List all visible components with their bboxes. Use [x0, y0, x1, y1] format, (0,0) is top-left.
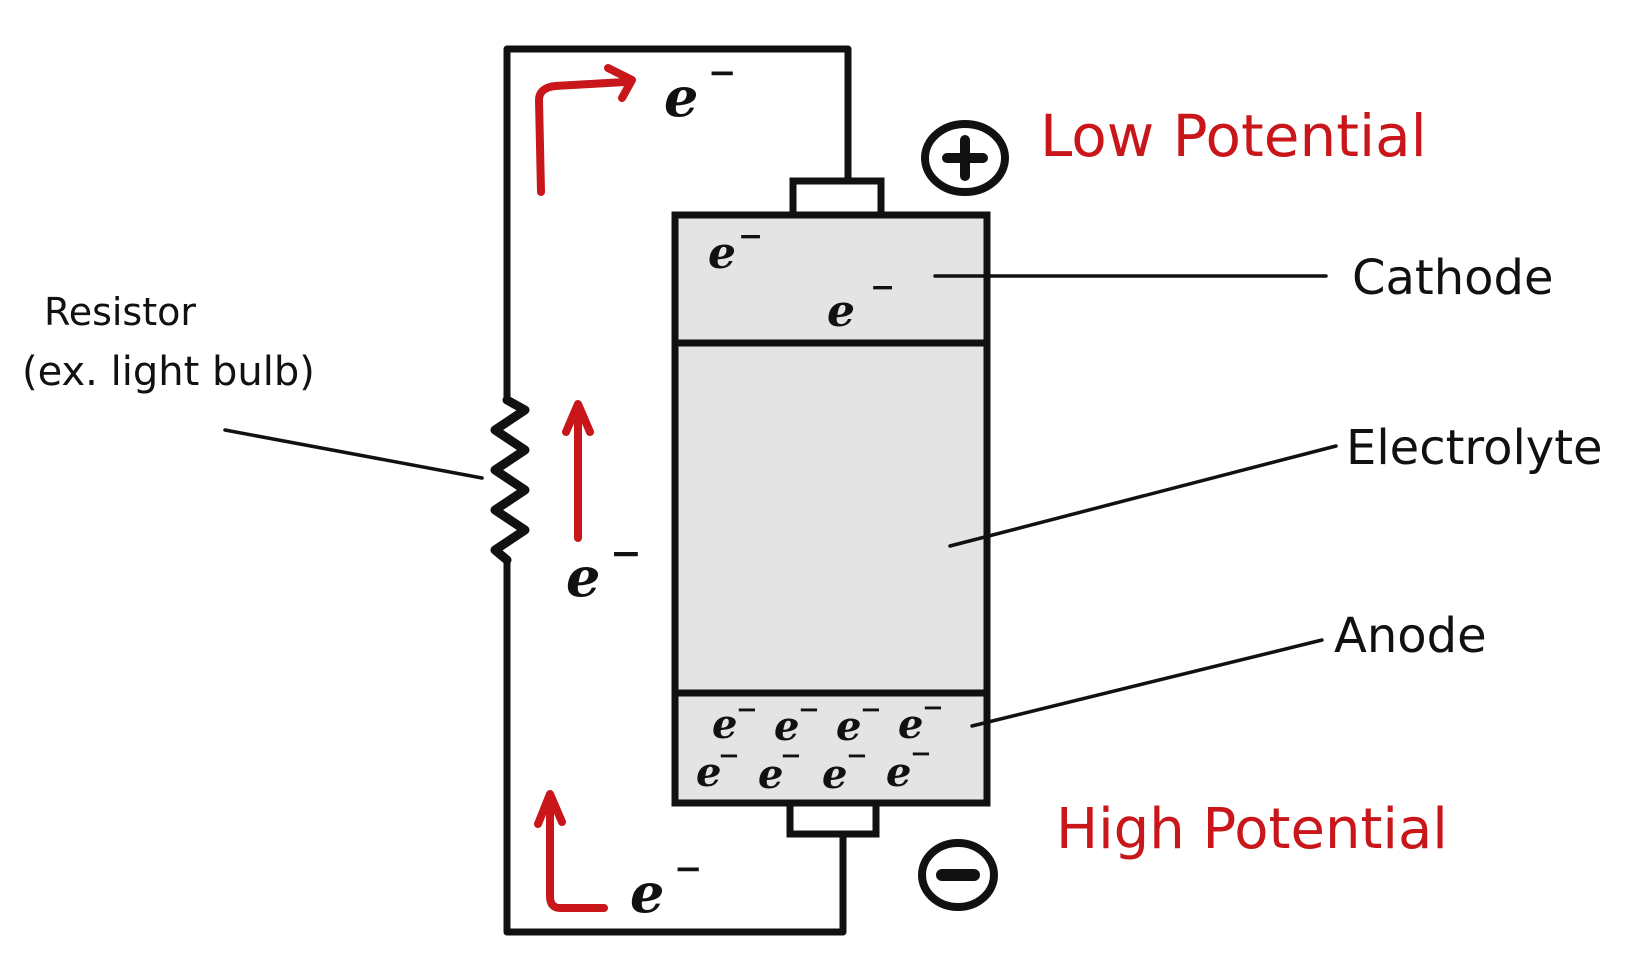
- anode-electron: e−: [758, 741, 802, 798]
- anode-electron: e−: [712, 695, 758, 748]
- arrow-bottom-icon: [534, 790, 608, 912]
- electrolyte-label: Electrolyte: [1346, 420, 1603, 476]
- anode-electron: e−: [774, 695, 820, 750]
- cathode-electron: e −: [827, 270, 895, 337]
- positive-terminal-cap: [789, 177, 885, 219]
- anode-leader-line: [970, 638, 1324, 728]
- anode-label: Anode: [1334, 608, 1487, 664]
- svg-text:−: −: [798, 695, 820, 725]
- svg-text:e: e: [898, 701, 923, 748]
- svg-text:−: −: [922, 693, 944, 723]
- electrolyte-region: [671, 339, 991, 697]
- arrow-middle-icon: [562, 400, 594, 542]
- resistor-label: Resistor: [44, 290, 196, 334]
- svg-text:e: e: [708, 228, 736, 279]
- low-potential-label: Low Potential: [1040, 102, 1427, 170]
- svg-text:−: −: [738, 219, 763, 254]
- svg-text:e: e: [758, 751, 783, 798]
- resistor-leader-line: [223, 428, 484, 480]
- electrolyte-leader-line: [948, 444, 1338, 548]
- arrow-top-icon: [535, 64, 636, 196]
- svg-text:e: e: [886, 749, 911, 796]
- negative-terminal-icon: [918, 839, 998, 911]
- cathode-label: Cathode: [1352, 250, 1554, 306]
- anode-electron: e−: [822, 741, 868, 798]
- anode-region: [671, 689, 991, 807]
- svg-text:e: e: [696, 749, 721, 796]
- svg-text:e: e: [664, 65, 698, 129]
- svg-text:−: −: [870, 270, 895, 305]
- svg-text:e: e: [827, 286, 855, 337]
- anode-electron: e−: [898, 693, 944, 748]
- svg-text:−: −: [736, 695, 758, 725]
- circuit-electron-middle: e −: [566, 530, 642, 609]
- svg-text:e: e: [774, 703, 799, 750]
- circuit-wire: [503, 45, 852, 936]
- circuit-electron-top: e −: [664, 53, 737, 129]
- svg-text:−: −: [860, 695, 882, 725]
- high-potential-label: High Potential: [1056, 797, 1448, 862]
- svg-text:−: −: [674, 849, 703, 889]
- svg-text:e: e: [822, 751, 847, 798]
- svg-text:e: e: [836, 703, 861, 750]
- svg-text:e: e: [630, 861, 664, 925]
- svg-text:−: −: [910, 739, 932, 769]
- anode-electron: e−: [886, 739, 932, 796]
- svg-text:−: −: [780, 741, 802, 771]
- positive-terminal-icon: [921, 120, 1009, 196]
- cathode-electron: e −: [708, 219, 763, 279]
- cathode-region: [671, 211, 991, 347]
- resistor-zigzag: [490, 395, 530, 565]
- leader-lines: [223, 274, 1338, 728]
- svg-text:−: −: [718, 741, 740, 771]
- electron-flow-arrows: [534, 64, 636, 912]
- svg-text:e: e: [712, 701, 737, 748]
- svg-text:−: −: [708, 53, 737, 93]
- anode-electron: e−: [836, 695, 882, 750]
- svg-text:e: e: [566, 545, 600, 609]
- svg-text:−: −: [846, 741, 868, 771]
- anode-electron: e−: [696, 741, 740, 796]
- svg-text:−: −: [610, 530, 642, 575]
- resistor-example-label: (ex. light bulb): [22, 349, 315, 395]
- circuit-electron-bottom: e −: [630, 849, 703, 925]
